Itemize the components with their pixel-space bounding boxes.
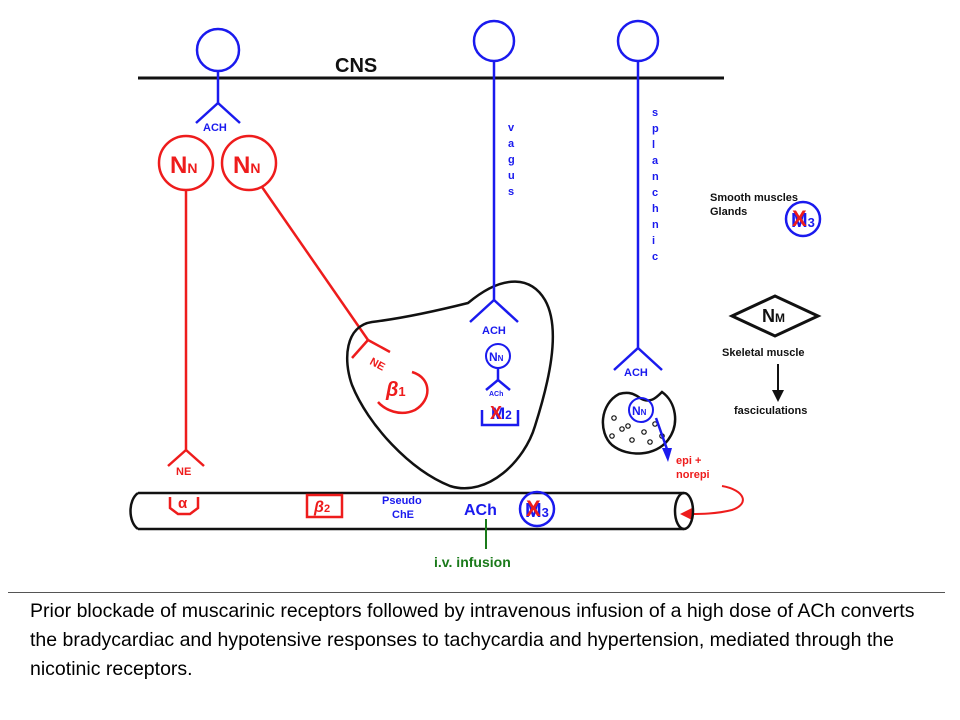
sympathetic-postganglionic [167,186,391,467]
vagus-fiber [469,19,520,427]
m3-top-receptor [784,200,822,238]
heart-outline [345,280,555,490]
caption-text: Prior blockade of muscarinic receptors f… [30,600,915,680]
beta2-label: β2 [313,499,330,516]
vagus-label: v a g u s [508,122,515,198]
splanchnic-label: s p l a n c h n i c [652,107,659,263]
svg-text:v: v [508,122,515,134]
cns-label: CNS [335,55,377,77]
nm-receptor [728,294,822,338]
m3-vessel-label: M3 [525,500,549,522]
svg-text:p: p [652,123,659,135]
pseudo-che-line2: ChE [392,509,414,521]
m3-vessel-block-x: X [526,496,541,521]
svg-text:n: n [652,171,659,183]
ne-heart-label: NE [368,356,387,374]
epi-circulation-arrow [689,485,744,515]
svg-text:h: h [652,203,659,215]
m3-top-block-x: X [792,206,807,231]
svg-text:s: s [652,107,658,119]
splanchnic-fiber [613,19,663,371]
beta1-label: β1 [385,379,406,401]
nm-label: NM [762,306,785,326]
svg-text:g: g [508,154,515,166]
svg-text:i: i [652,235,655,247]
caption-divider [8,592,945,593]
m2-block-x: X [490,403,502,423]
svg-text:l: l [652,139,655,151]
autonomic-diagram: CNS ACH NN NN NE NE β1 v a g [129,19,822,570]
alpha-label: α [178,495,188,512]
ne-vessel-label: NE [176,466,191,478]
ach-adrenal-label: ACH [624,367,648,379]
nn-left-label: NN [170,152,197,179]
svg-text:a: a [508,138,515,150]
ach-top-label: ACH [203,122,227,134]
beta1-receptor [377,370,429,415]
svg-text:c: c [652,187,658,199]
glands-label: Glands [710,206,747,218]
adrenal-arrowhead [662,448,672,462]
ach-heart-label: ACH [482,325,506,337]
m3-vessel-receptor [518,490,556,528]
iv-infusion-label: i.v. infusion [434,554,511,570]
alpha-receptor [168,497,200,516]
nn-adrenal-receptor [628,397,654,423]
fasciculation-arrowhead [772,390,784,402]
epi-label-line1: epi + [676,455,701,467]
epi-label-line2: norepi [676,469,710,481]
m3-top-label: M3 [791,210,815,232]
blood-vessel [129,491,695,531]
ach-small-label: ACh [489,391,503,398]
beta2-receptor [305,493,344,519]
svg-text:n: n [652,219,659,231]
skeletal-muscle-label: Skeletal muscle [722,347,805,359]
svg-text:s: s [508,186,514,198]
nn-adrenal-label: NN [632,404,647,418]
sympathetic-preganglionic [195,27,241,124]
svg-text:c: c [652,251,658,263]
svg-text:a: a [652,155,659,167]
ach-vessel-label: ACh [464,502,497,519]
nn-ganglion-right [220,134,278,192]
svg-text:u: u [508,170,515,182]
nn-right-label: NN [233,152,260,179]
nn-heart-ganglion [485,343,511,369]
pseudo-che-line1: Pseudo [382,495,422,507]
adrenal-release-arrow [654,417,670,453]
fasciculations-label: fasciculations [734,405,807,417]
m2-label: M2 [491,404,512,423]
smooth-muscles-label: Smooth muscles [710,192,798,204]
nn-heart-label: NN [489,350,504,364]
epi-arrowhead [680,508,692,520]
